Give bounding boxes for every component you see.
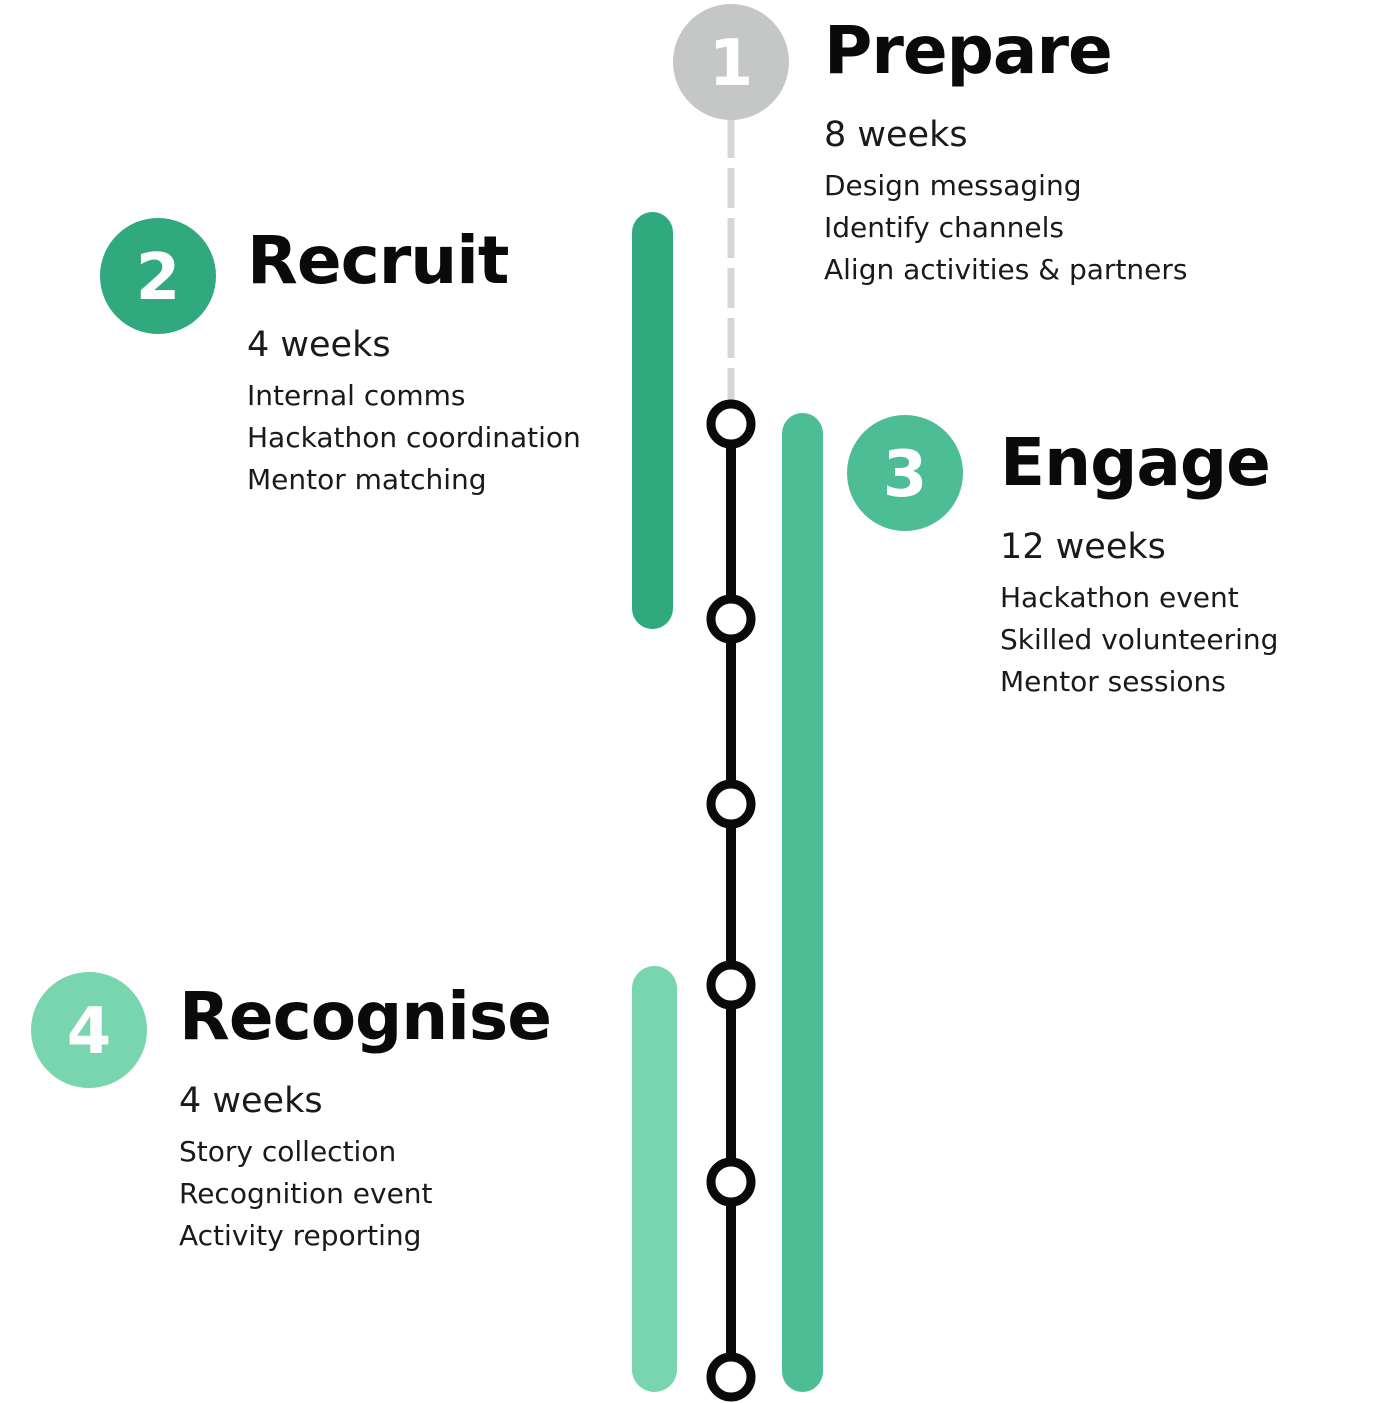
phase-1-badge: 1 <box>673 4 789 120</box>
timeline-node <box>706 1352 756 1402</box>
activity-list: Story collection Recognition event Activ… <box>179 1131 551 1257</box>
phase-4-badge: 4 <box>31 972 147 1088</box>
recognise-duration-bar <box>632 966 677 1392</box>
phase-title: Engage <box>1000 424 1271 501</box>
activity-item: Internal comms <box>247 379 466 412</box>
phase-title: Prepare <box>824 12 1113 89</box>
phase-4-number: 4 <box>67 995 112 1069</box>
phase-1-number: 1 <box>709 27 754 101</box>
activity-item: Align activities & partners <box>824 253 1188 286</box>
activity-list: Design messaging Identify channels Align… <box>824 165 1188 291</box>
phase-duration: 12 weeks <box>1000 527 1166 567</box>
phase-prepare: Prepare 8 weeks Design messaging Identif… <box>824 18 1188 291</box>
phase-recruit: Recruit 4 weeks Internal comms Hackathon… <box>247 228 581 501</box>
engage-duration-bar <box>782 413 823 1392</box>
phase-recognise: Recognise 4 weeks Story collection Recog… <box>179 978 552 1257</box>
activity-item: Story collection <box>179 1135 397 1168</box>
phase-duration: 4 weeks <box>247 325 391 365</box>
activity-item: Skilled volunteering <box>1000 623 1279 656</box>
activity-item: Hackathon coordination <box>247 421 581 454</box>
phase-2-number: 2 <box>136 241 181 315</box>
activity-item: Recognition event <box>179 1177 433 1210</box>
timeline-node <box>706 1157 756 1207</box>
phase-3-number: 3 <box>883 438 928 512</box>
phase-2-badge: 2 <box>100 218 216 334</box>
timeline-node <box>706 960 756 1010</box>
phase-3-badge: 3 <box>847 415 963 531</box>
activity-item: Hackathon event <box>1000 581 1239 614</box>
phase-engage: Engage 12 weeks Hackathon event Skilled … <box>1000 430 1278 703</box>
timeline-node <box>706 779 756 829</box>
recruit-duration-bar <box>632 212 673 629</box>
activity-item: Mentor sessions <box>1000 665 1226 698</box>
activity-list: Hackathon event Skilled volunteering Men… <box>1000 577 1278 703</box>
phase-title: Recognise <box>179 978 552 1055</box>
activity-item: Identify channels <box>824 211 1064 244</box>
timeline-node <box>706 399 756 449</box>
activity-list: Internal comms Hackathon coordination Me… <box>247 375 581 501</box>
timeline-node <box>706 594 756 644</box>
activity-item: Mentor matching <box>247 463 487 496</box>
phase-duration: 4 weeks <box>179 1081 323 1121</box>
activity-item: Activity reporting <box>179 1219 422 1252</box>
phase-title: Recruit <box>247 222 509 299</box>
phase-duration: 8 weeks <box>824 115 968 155</box>
activity-item: Design messaging <box>824 169 1082 202</box>
